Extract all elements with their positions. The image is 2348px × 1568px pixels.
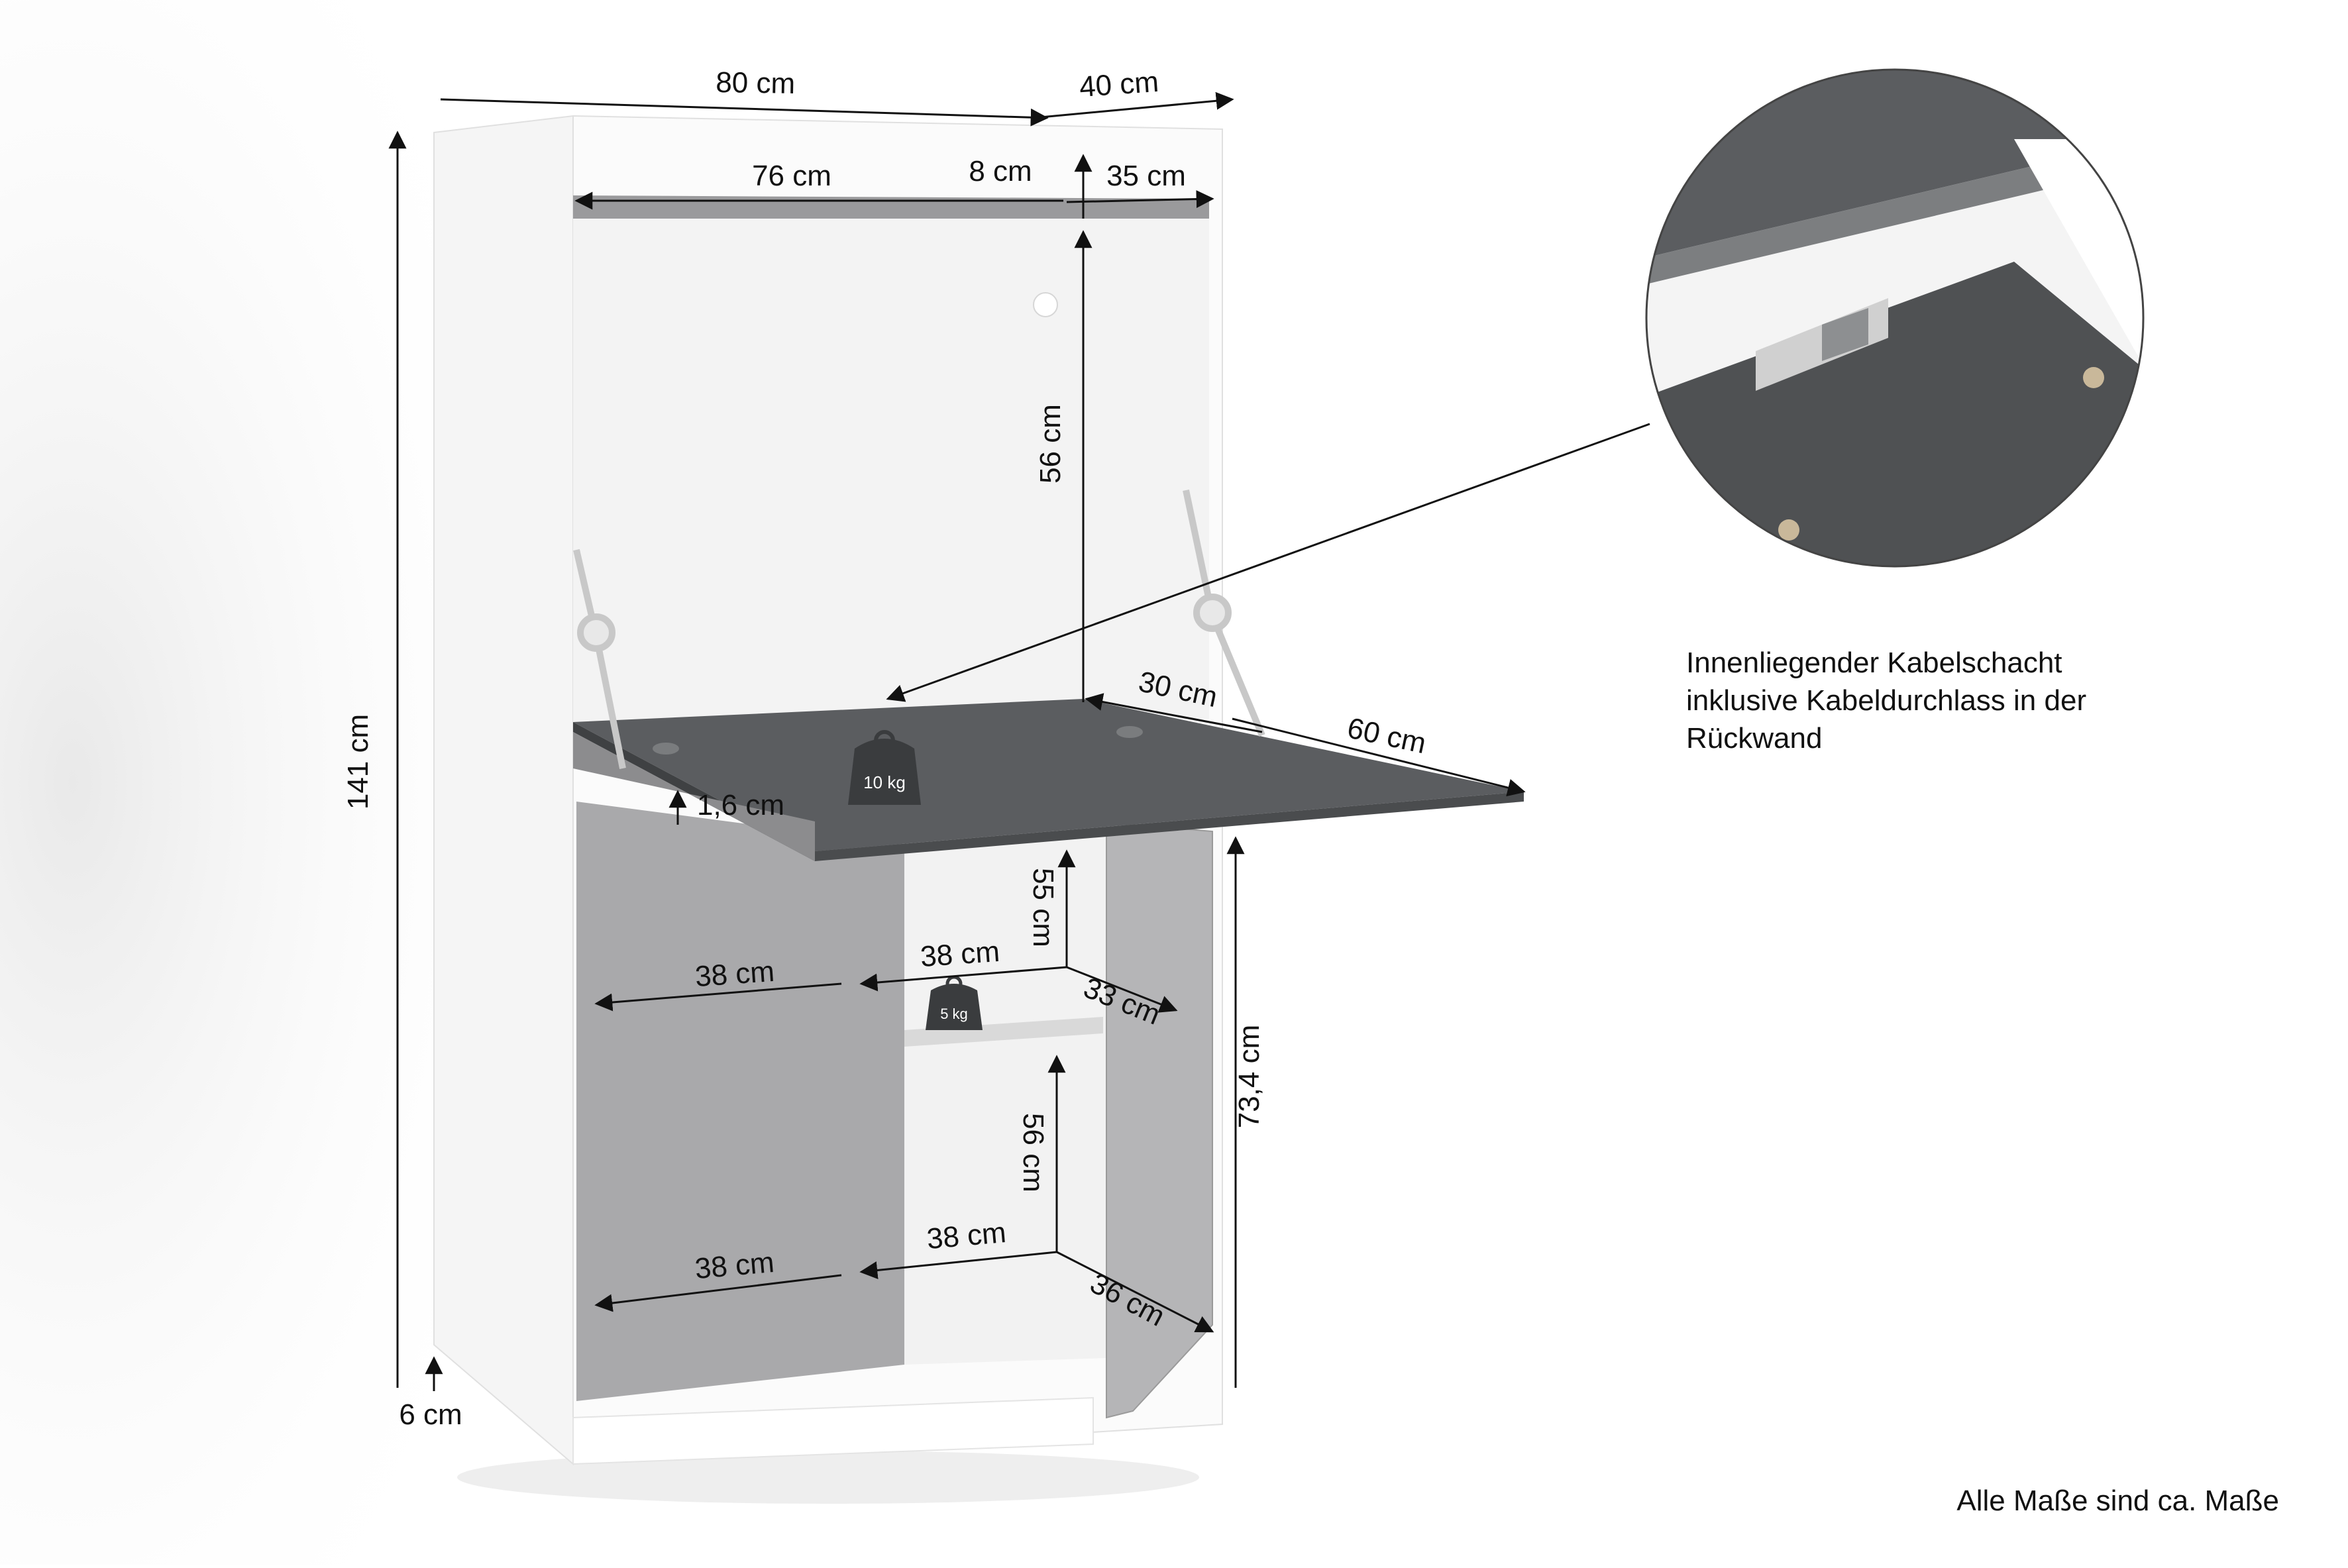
shelf — [904, 1017, 1103, 1047]
label-40: 40 cm — [1079, 66, 1160, 103]
top-panel — [573, 195, 1209, 219]
label-6: 6 cm — [399, 1398, 462, 1431]
label-1-6: 1,6 cm — [697, 789, 784, 821]
label-56-upper: 56 cm — [1034, 404, 1067, 484]
dim-line-80 — [440, 98, 1049, 127]
cabinet — [433, 115, 1524, 1504]
flap-edge-front — [815, 792, 1524, 861]
dim-line-40 — [1033, 91, 1234, 119]
label-56-lower: 56 cm — [1017, 1113, 1049, 1192]
flap-underside — [573, 732, 815, 861]
load-label-flap: 10 kg — [863, 772, 906, 792]
label-38-right-lower: 38 cm — [926, 1216, 1008, 1255]
left-lower-panel — [576, 802, 904, 1401]
callout-line-1: Innenliegender Kabelschacht — [1686, 647, 2062, 679]
grommet-left — [653, 743, 679, 755]
footnote: Alle Maße sind ca. Maße — [1956, 1485, 2279, 1517]
label-38-left-lower: 38 cm — [694, 1246, 776, 1285]
label-141: 141 cm — [342, 714, 374, 810]
dim-line-38-left-lower — [594, 1274, 842, 1312]
cable-duct-callout: Innenliegender Kabelschacht inklusive Ka… — [1686, 647, 2086, 755]
floor-shadow — [457, 1451, 1199, 1504]
label-80: 80 cm — [716, 66, 796, 100]
dim-line-36 — [1056, 1251, 1214, 1333]
upper-compartment — [573, 212, 1209, 722]
dim-line-38-right-upper — [859, 966, 1067, 992]
flap-stay-left — [573, 549, 626, 769]
label-35: 35 cm — [1106, 160, 1186, 192]
dim-line-60 — [1232, 717, 1526, 797]
dimension-lines — [388, 91, 1650, 1391]
label-73-4: 73,4 cm — [1233, 1025, 1265, 1129]
cabinet-left-side — [433, 115, 574, 1466]
open-door — [1106, 823, 1213, 1419]
dim-line-30 — [1085, 693, 1263, 733]
weight-icon-10kg: 10 kg — [848, 730, 921, 805]
callout-line-2: inklusive Kabeldurchlass in der — [1686, 684, 2086, 717]
label-8: 8 cm — [969, 155, 1032, 187]
label-55: 55 cm — [1027, 868, 1059, 947]
plinth — [572, 1396, 1094, 1465]
dim-line-35 — [1066, 190, 1214, 209]
dim-line-38-right-lower — [859, 1251, 1057, 1279]
flap-stay-right — [1183, 489, 1265, 737]
label-38-right-upper: 38 cm — [920, 935, 1001, 973]
label-76: 76 cm — [752, 160, 831, 192]
callout-line-3: Rückwand — [1686, 722, 1822, 755]
cable-hole — [1033, 292, 1058, 317]
label-38-left-upper: 38 cm — [694, 955, 776, 993]
right-lower-compartment — [904, 831, 1106, 1365]
detail-magnifier — [1645, 68, 2145, 568]
load-label-shelf: 5 kg — [940, 1006, 968, 1022]
dim-line-33 — [1066, 966, 1178, 1013]
grommet-right — [1116, 726, 1143, 738]
label-60: 60 cm — [1344, 711, 1428, 760]
writing-flap — [573, 699, 1524, 851]
dim-line-38-left-upper — [594, 982, 842, 1012]
callout-pointer — [886, 423, 1650, 702]
